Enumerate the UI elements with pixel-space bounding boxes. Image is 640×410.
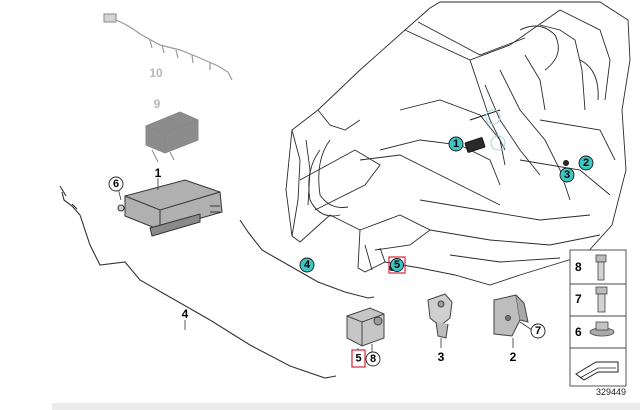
circle-part-7: [530, 323, 546, 339]
label-part-5: 5: [355, 353, 361, 365]
legend-number-8: 8: [575, 260, 582, 274]
part-4-sensor-cable-body: [239, 219, 375, 299]
label-part-3: 3: [438, 350, 445, 364]
fastener-legend: 8 7 6: [569, 249, 627, 387]
part-10-wiring-harness: [103, 13, 233, 81]
part-3-impact-sensor: [427, 293, 453, 339]
circle-part-6: [108, 176, 124, 192]
label-part-7: 7: [535, 325, 541, 337]
callout-body-5-label: 5: [394, 259, 400, 271]
callout-body-2-label: 2: [583, 157, 589, 169]
part-2-bracket: [493, 294, 529, 337]
faded-callouts: [485, 109, 506, 151]
footer-bar: [52, 403, 640, 410]
callout-body-5: [390, 258, 404, 272]
legend-number-6: 6: [575, 325, 582, 339]
label-part-6: 6: [113, 178, 119, 190]
flange-bolt-icon: [595, 286, 608, 313]
teal-callouts: 1 2 3 4 5: [299, 136, 594, 274]
highlight-box-part-5: [351, 349, 366, 368]
callout-body-1-label: 1: [453, 138, 459, 150]
label-part-9: 9: [154, 97, 161, 111]
callout-body-2: [578, 155, 594, 171]
direction-arrow-icon: [575, 361, 619, 381]
part-5-sensor: [346, 307, 385, 347]
car-body-structure: [285, 1, 631, 286]
callout-body-4: [299, 257, 315, 273]
label-part-8: 8: [370, 353, 376, 365]
callout-body-4-label: 4: [304, 259, 311, 271]
label-part-2: 2: [510, 350, 517, 364]
hex-nut-bolt-icon: [589, 321, 615, 337]
callout-body-3: [559, 167, 575, 183]
part-1-control-unit: [117, 179, 223, 237]
part-4-sensor-cable-left: [59, 185, 337, 379]
body-mounted-components: [389, 109, 569, 271]
callout-body-3-label: 3: [564, 169, 570, 181]
label-part-4: 4: [182, 307, 189, 321]
label-part-10: 10: [149, 66, 163, 80]
circle-part-8: [365, 351, 381, 367]
diagram-reference-number: 329449: [595, 387, 626, 397]
legend-number-7: 7: [575, 292, 582, 306]
callout-body-1: [448, 136, 464, 152]
part-9-control-module: [145, 111, 199, 163]
pin-bolt-icon: [595, 254, 607, 281]
label-part-1: 1: [155, 166, 162, 180]
callout-body-5-highlight: [388, 256, 406, 274]
